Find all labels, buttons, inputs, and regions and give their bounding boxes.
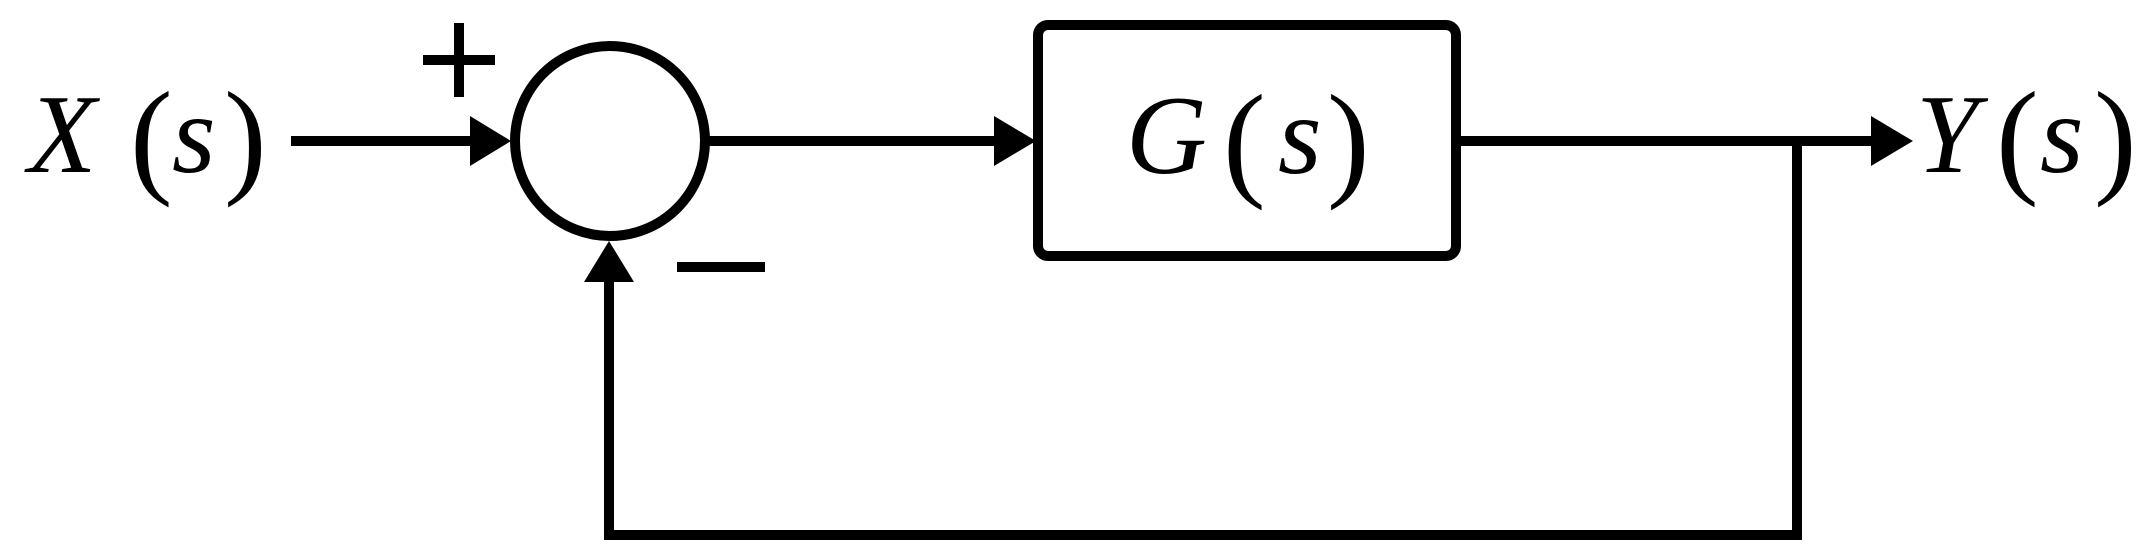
summing-junction [510,41,710,241]
output-paren-open: ( [1996,66,2039,208]
plant-paren-close: ) [1327,69,1370,211]
output-label: Y ( s ) [1916,66,2137,208]
output-arrowhead [1871,116,1913,166]
feedback-arrowhead [584,241,634,282]
input-paren-close: ) [224,66,267,208]
input-argument: s [172,73,216,197]
output-argument: s [2040,73,2084,197]
minus-sign [677,262,765,272]
feedback-wire [604,141,1802,540]
error-arrowhead [994,116,1036,166]
plant-argument: s [1278,74,1322,198]
output-paren-close: ) [2094,66,2137,208]
output-symbol: Y [1916,73,1989,197]
plant-paren-open: ( [1223,69,1266,211]
plus-sign [423,23,495,97]
input-arrowhead [470,116,511,166]
plant-symbol: G [1126,74,1207,198]
input-symbol: X [24,73,101,197]
plant-label: G ( s ) [1126,69,1370,211]
plant-block [1033,20,1461,261]
input-paren-open: ( [130,66,173,208]
input-label: X ( s ) [24,66,267,208]
